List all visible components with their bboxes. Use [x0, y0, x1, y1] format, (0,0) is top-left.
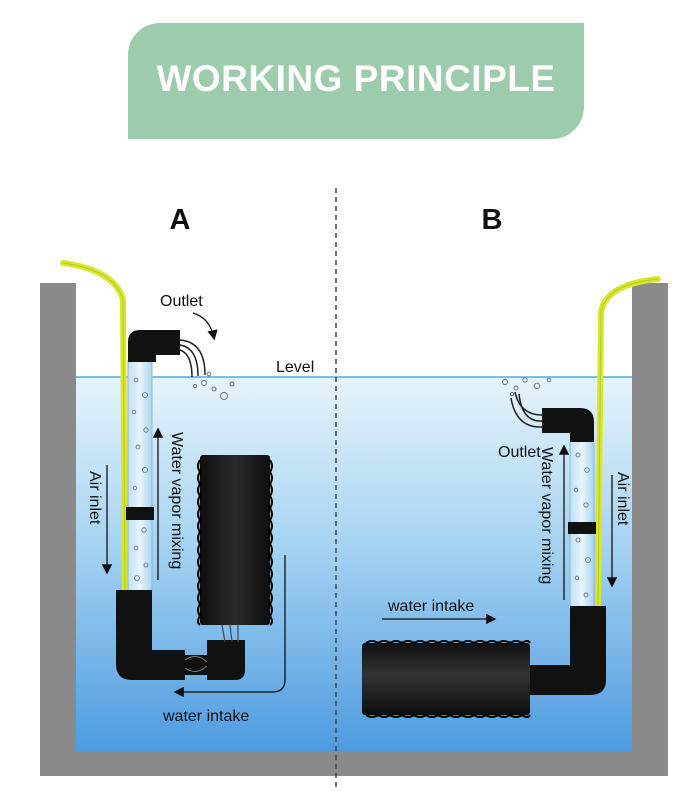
- connector-b: [530, 665, 542, 695]
- outlet-arrow-a: [192, 312, 218, 341]
- outlet-elbow-b: [542, 408, 594, 442]
- tank-wall-left: [40, 283, 76, 776]
- bottom-elbow-a: [116, 590, 185, 680]
- level-label: Level: [276, 359, 314, 376]
- bottom-elbow-b: [540, 606, 606, 695]
- panel-a: Outlet Level Air inlet Water vapor mixin…: [60, 260, 314, 725]
- water-intake-arrow-a: [173, 555, 286, 698]
- sponge-filter-a: [197, 455, 273, 626]
- water-intake-label-a: water intake: [162, 708, 249, 725]
- riser-tube-a: [127, 359, 153, 593]
- air-inlet-label-a: Air inlet: [86, 471, 103, 525]
- riser-collar-a: [126, 507, 154, 520]
- title-banner: WORKING PRINCIPLE: [128, 23, 584, 139]
- air-inlet-label-b: Air inlet: [614, 472, 631, 526]
- banner-title: WORKING PRINCIPLE: [156, 58, 556, 99]
- panel-b: Outlet Water vapor mixing Air inlet wate…: [362, 276, 661, 718]
- bubbles-riser-b: [573, 452, 591, 598]
- panel-b-letter: B: [482, 204, 503, 236]
- riser-collar-b: [568, 522, 596, 534]
- bubbles-riser-a: [131, 377, 149, 581]
- water-intake-label-b: water intake: [387, 598, 474, 615]
- tank-bottom: [40, 752, 668, 776]
- water-vapor-label-b: Water vapor mixing: [538, 447, 555, 584]
- bubbles-surface-b: [502, 377, 552, 397]
- sponge-filter-b: [362, 640, 531, 718]
- outlet-label-b: Outlet: [498, 444, 541, 461]
- bubbles-surface-a: [193, 371, 235, 400]
- filter-elbow-a: [207, 640, 245, 680]
- outlet-elbow-a: [128, 330, 180, 362]
- tank-wall-right: [632, 283, 668, 776]
- water-vapor-label-a: Water vapor mixing: [168, 432, 185, 569]
- tank: [40, 283, 668, 776]
- outlet-label-a: Outlet: [160, 293, 203, 310]
- panel-a-letter: A: [170, 204, 191, 236]
